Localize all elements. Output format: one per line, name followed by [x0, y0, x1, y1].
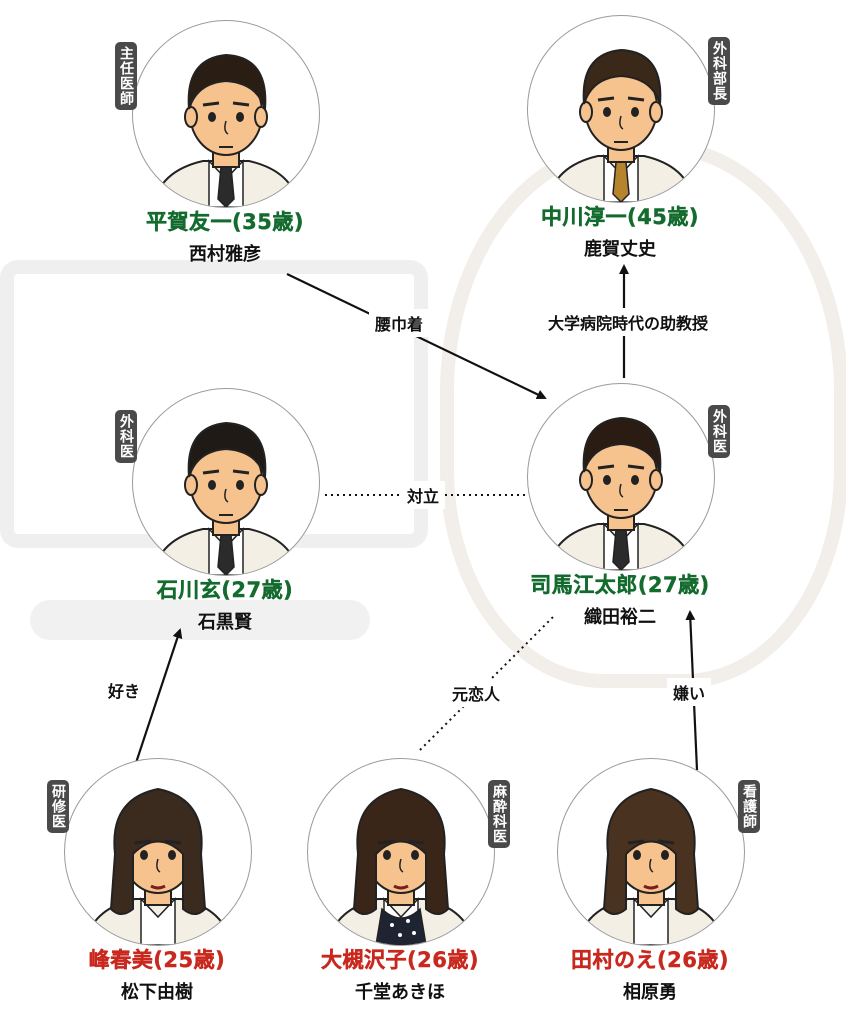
character-name: 峰春美(25歳)	[88, 948, 226, 972]
actor-name: 松下由樹	[121, 982, 193, 1003]
role-badge: 外科医	[708, 405, 730, 458]
relation-label-tamura-shiba: 嫌い	[666, 678, 712, 706]
character-node-hiraga: 主任医師平賀友一(35歳) 西村雅彦	[95, 20, 355, 270]
actor-name: 織田裕二	[584, 607, 656, 628]
character-illustration	[326, 787, 476, 945]
character-node-nakagawa: 外科部長中川淳一(45歳) 鹿賀丈史	[490, 15, 750, 265]
relation-label-hiraga-shiba: 腰巾着	[368, 309, 430, 337]
role-badge: 研修医	[47, 780, 69, 833]
actor-name: 鹿賀丈史	[584, 239, 656, 260]
character-illustration	[151, 421, 301, 575]
character-illustration	[151, 53, 301, 207]
character-name: 中川淳一(45歳)	[541, 205, 699, 229]
character-node-tamura: 看護師田村のえ(26歳) 相原勇	[520, 758, 780, 1008]
character-node-otsuki: 麻酔科医大槻沢子(26歳) 千堂あきほ	[270, 758, 530, 1008]
character-node-ishikawa: 外科医石川玄(27歳) 石黒賢	[95, 388, 355, 638]
character-portrait	[64, 758, 252, 946]
role-badge: 外科医	[115, 410, 137, 463]
role-badge: 外科部長	[708, 37, 730, 105]
character-name: 司馬江太郎(27歳)	[530, 573, 710, 597]
character-name: 田村のえ(26歳)	[571, 948, 729, 972]
role-badge: 看護師	[738, 780, 760, 833]
character-portrait	[132, 20, 320, 208]
character-portrait	[307, 758, 495, 946]
relation-label-otsuki-shiba: 元恋人	[445, 679, 507, 707]
character-name: 平賀友一(35歳)	[146, 210, 304, 234]
character-portrait	[557, 758, 745, 946]
character-illustration	[83, 787, 233, 945]
role-badge: 麻酔科医	[488, 780, 510, 848]
relation-label-ishikawa-shiba: 対立	[400, 481, 446, 509]
role-badge: 主任医師	[115, 42, 137, 110]
character-illustration	[546, 416, 696, 570]
relation-line-otsuki-shiba	[419, 614, 556, 751]
character-name: 大槻沢子(26歳)	[321, 948, 479, 972]
character-name: 石川玄(27歳)	[156, 578, 294, 602]
actor-name: 相原勇	[623, 982, 677, 1003]
character-portrait	[527, 383, 715, 571]
actor-name: 千堂あきほ	[355, 982, 445, 1003]
background-stand-illustration	[30, 600, 370, 640]
character-portrait	[132, 388, 320, 576]
actor-name: 石黒賢	[198, 612, 252, 633]
character-illustration	[576, 787, 726, 945]
character-node-shiba: 外科医司馬江太郎(27歳) 織田裕二	[490, 383, 750, 633]
character-node-mine: 研修医峰春美(25歳) 松下由樹	[27, 758, 287, 1008]
relation-label-mine-ishikawa: 好き	[101, 676, 147, 704]
character-portrait	[527, 15, 715, 203]
character-illustration	[546, 48, 696, 202]
actor-name: 西村雅彦	[189, 244, 261, 265]
relation-label-shiba-nakagawa: 大学病院時代の助教授	[541, 308, 715, 336]
